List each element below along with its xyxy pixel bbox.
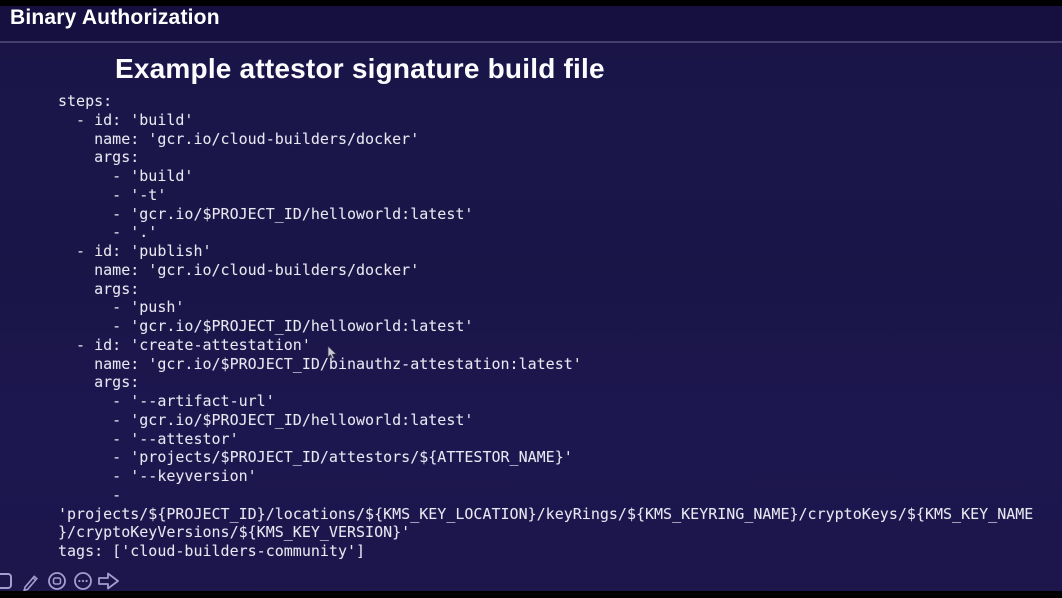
code-block: steps: - id: 'build' name: 'gcr.io/cloud…: [58, 92, 1034, 560]
bottom-letterbox-bar: [0, 591, 1062, 598]
shape-tool-icon[interactable]: [45, 569, 69, 593]
slide-title: Example attestor signature build file: [115, 53, 605, 84]
header-band: [0, 6, 1062, 41]
annotation-toolbar: [0, 569, 121, 593]
forward-arrow-icon[interactable]: [97, 569, 121, 593]
mouse-cursor-icon: [327, 345, 338, 365]
top-letterbox-bar: [0, 0, 1062, 6]
section-title: Binary Authorization: [10, 6, 220, 29]
frame-tool-icon[interactable]: [0, 569, 17, 593]
more-dots-icon[interactable]: [71, 569, 95, 593]
pencil-icon[interactable]: [19, 569, 43, 593]
header-divider: [0, 41, 1062, 43]
